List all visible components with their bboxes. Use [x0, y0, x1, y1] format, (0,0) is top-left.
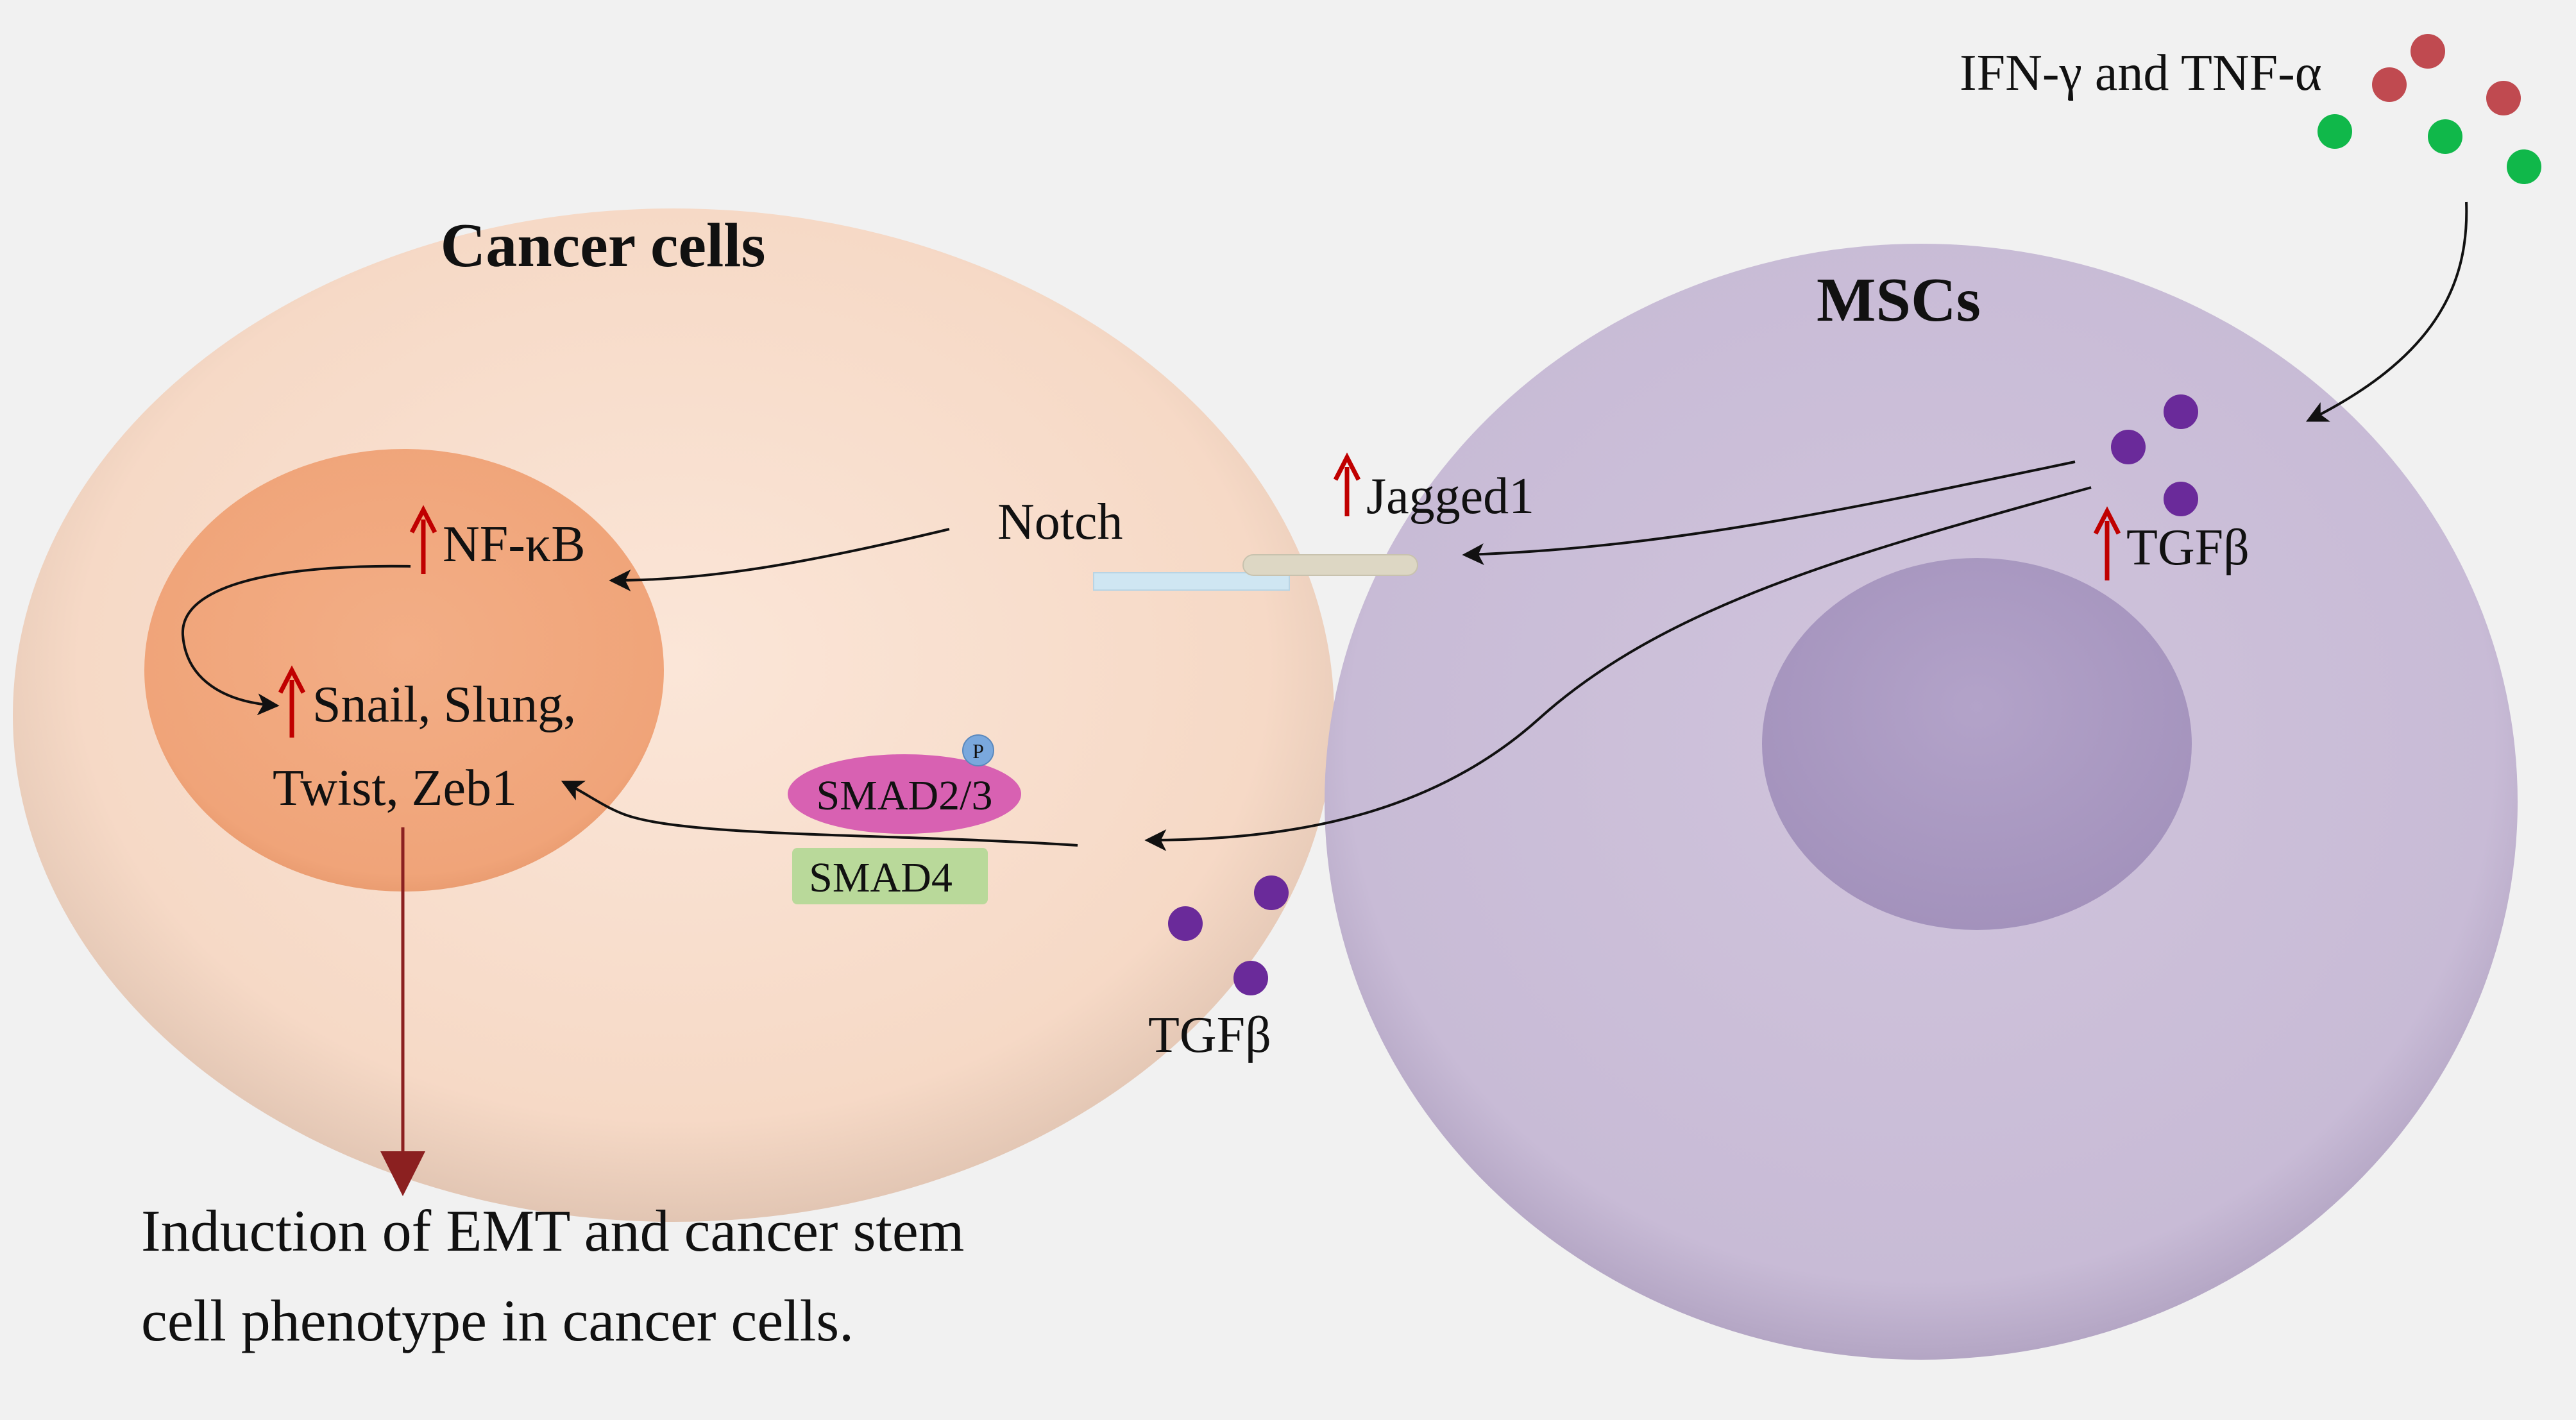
emt-targets-line2: Twist, Zeb1 — [273, 760, 517, 816]
cancer-nucleus — [144, 449, 664, 892]
tgf-particle — [1254, 875, 1289, 910]
smad23-shape — [788, 754, 1021, 834]
jagged-up-arrow-icon — [1333, 452, 1361, 516]
smad-to-targets-arrow — [561, 781, 1078, 847]
msc-nucleus — [1762, 558, 2192, 930]
tgf-up-arrow-icon — [2093, 506, 2121, 580]
cytokines-to-msc-arrow — [2305, 201, 2468, 422]
outcome-line1: Induction of EMT and cancer stem — [141, 1198, 964, 1264]
msc-to-jagged-arrow — [1462, 461, 2076, 566]
phospho-icon — [962, 734, 994, 766]
snail-up-arrow-icon — [278, 665, 306, 738]
phospho-label: P — [972, 740, 984, 763]
jagged1-ligand — [1242, 554, 1418, 576]
tgf-particle — [1233, 961, 1268, 995]
tgf-inside-label: TGFβ — [2126, 520, 2250, 576]
smad23-label: SMAD2/3 — [816, 772, 992, 819]
tnf-particle — [2507, 149, 2541, 184]
smad4-shape — [792, 848, 988, 904]
tnf-particle — [2318, 114, 2352, 149]
tgf-particle — [2164, 482, 2198, 516]
notch-to-nfkb-arrow — [609, 528, 950, 591]
outcome-line2: cell phenotype in cancer cells. — [141, 1288, 854, 1353]
tgf-particle — [1168, 906, 1203, 941]
msc-to-secreted-tgf-arrow — [1144, 486, 2092, 851]
ifn-particle — [2372, 67, 2407, 102]
cancer-cell-title: Cancer cells — [440, 211, 765, 280]
nfkb-label: NF-κB — [443, 516, 586, 573]
tgf-particle — [2164, 394, 2198, 429]
tgf-particle — [2111, 430, 2146, 464]
msc-cell-title: MSCs — [1817, 266, 1981, 335]
secreted-tgf-label: TGFβ — [1148, 1007, 1271, 1063]
notch-label: Notch — [997, 494, 1123, 550]
ifn-particle — [2486, 81, 2521, 115]
tnf-particle — [2428, 119, 2462, 154]
nfkb-to-targets-arrow — [181, 564, 411, 716]
emt-targets-line1: Snail, Slung, — [312, 677, 576, 733]
cytokines-label: IFN-γ and TNF-α — [1960, 45, 2322, 101]
ifn-particle — [2411, 34, 2445, 69]
nfkb-up-arrow-icon — [409, 505, 437, 574]
smad4-label: SMAD4 — [809, 854, 953, 901]
jagged1-label: Jagged1 — [1366, 468, 1534, 525]
